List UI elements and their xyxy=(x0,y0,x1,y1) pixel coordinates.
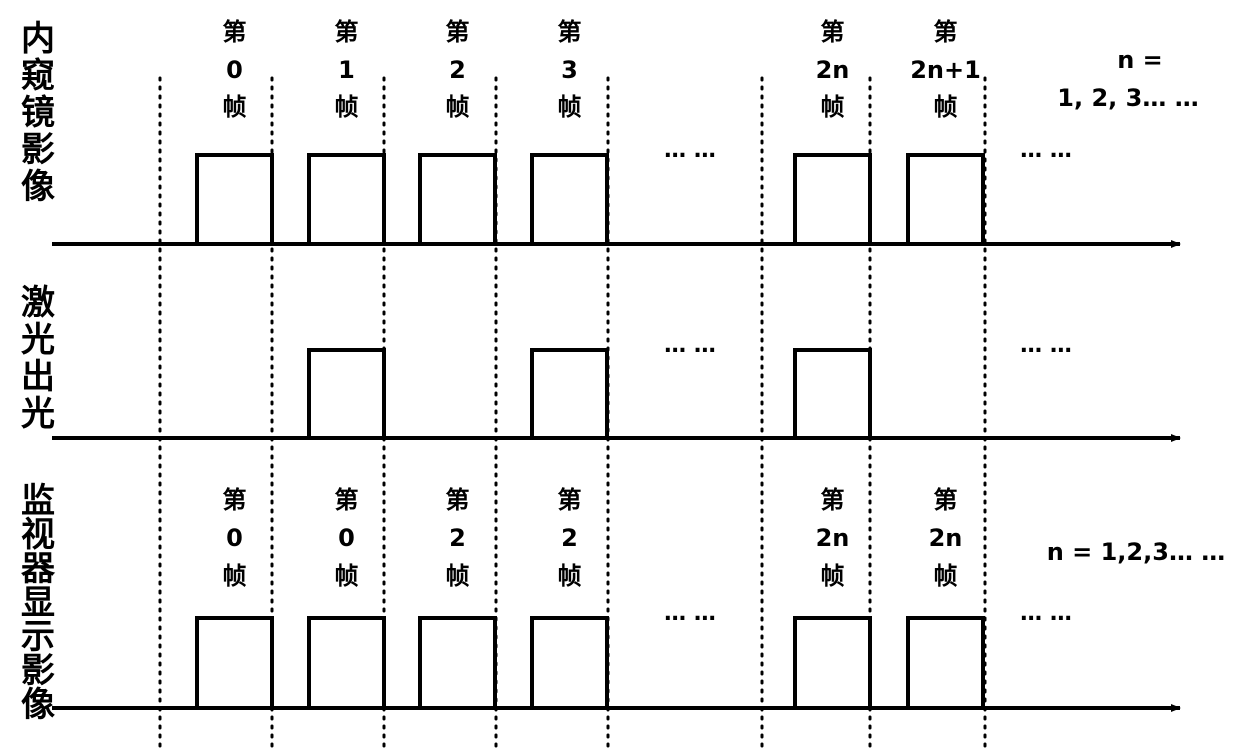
monitor-frame-label: 0 xyxy=(338,524,355,552)
monitor-frame-label: 2 xyxy=(449,524,466,552)
n-range-note: 1, 2, 3… … xyxy=(1057,84,1198,112)
laser-pulse xyxy=(795,350,870,438)
endoscope-pulse xyxy=(309,155,384,244)
endoscope-frame-label: 帧 xyxy=(223,93,247,121)
endoscope-frame-label: 2 xyxy=(449,56,466,84)
monitor-pulse xyxy=(532,618,607,708)
endoscope-label-char: 影 xyxy=(21,130,55,170)
endoscope-frame-label: 帧 xyxy=(934,93,958,121)
monitor-frame-label: 第 xyxy=(335,486,359,514)
monitor-frame-label: 第 xyxy=(558,486,582,514)
monitor-frame-label: 第 xyxy=(934,486,958,514)
monitor-pulse xyxy=(795,618,870,708)
endoscope-frame-label: 第 xyxy=(446,18,470,46)
endoscope-frame-label: 第 xyxy=(558,18,582,46)
laser-ellipsis-end: … … xyxy=(1020,333,1072,358)
monitor-frame-label: 帧 xyxy=(821,562,845,590)
endoscope-label-char: 窥 xyxy=(21,56,55,96)
monitor-frame-label: 2n xyxy=(929,524,963,552)
endoscope-frame-label: 第 xyxy=(934,18,958,46)
monitor-ellipsis-mid: … … xyxy=(664,601,716,626)
endoscope-frame-label: 1 xyxy=(338,56,355,84)
n-range-note: n = 1,2,3… … xyxy=(1047,538,1226,566)
endoscope-ellipsis-mid: … … xyxy=(664,138,716,163)
endoscope-frame-label: 第 xyxy=(821,18,845,46)
monitor-frame-label: 第 xyxy=(821,486,845,514)
laser-label-char: 出 xyxy=(21,357,55,397)
endoscope-pulse xyxy=(795,155,870,244)
endoscope-label-char: 内 xyxy=(21,19,55,59)
endoscope-pulse xyxy=(420,155,495,244)
endoscope-pulse xyxy=(532,155,607,244)
endoscope-frame-label: 3 xyxy=(561,56,578,84)
monitor-frame-label: 帧 xyxy=(223,562,247,590)
endoscope-frame-label: 帧 xyxy=(446,93,470,121)
monitor-pulse xyxy=(420,618,495,708)
endoscope-label-char: 镜 xyxy=(21,93,55,133)
endoscope-frame-label: 帧 xyxy=(558,93,582,121)
n-range-note: n = xyxy=(1117,46,1163,74)
monitor-frame-label: 2 xyxy=(561,524,578,552)
laser-label-char: 激 xyxy=(21,283,55,323)
monitor-frame-label: 第 xyxy=(223,486,247,514)
endoscope-pulse xyxy=(197,155,272,244)
monitor-frame-label: 帧 xyxy=(558,562,582,590)
endoscope-frame-label: 2n xyxy=(816,56,850,84)
monitor-pulse xyxy=(908,618,983,708)
endoscope-label-char: 像 xyxy=(21,167,55,207)
endoscope-ellipsis-end: … … xyxy=(1020,138,1072,163)
monitor-frame-label: 帧 xyxy=(934,562,958,590)
monitor-frame-label: 0 xyxy=(226,524,243,552)
monitor-frame-label: 2n xyxy=(816,524,850,552)
monitor-frame-label: 帧 xyxy=(335,562,359,590)
monitor-pulse xyxy=(309,618,384,708)
endoscope-frame-label: 0 xyxy=(226,56,243,84)
laser-label-char: 光 xyxy=(21,320,55,360)
laser-label-char: 光 xyxy=(21,394,55,434)
laser-pulse xyxy=(309,350,384,438)
monitor-frame-label: 帧 xyxy=(446,562,470,590)
monitor-frame-label: 第 xyxy=(446,486,470,514)
endoscope-frame-label: 帧 xyxy=(335,93,359,121)
endoscope-frame-label: 帧 xyxy=(821,93,845,121)
endoscope-pulse xyxy=(908,155,983,244)
endoscope-frame-label: 2n+1 xyxy=(910,56,981,84)
monitor-ellipsis-end: … … xyxy=(1020,601,1072,626)
endoscope-frame-label: 第 xyxy=(223,18,247,46)
laser-pulse xyxy=(532,350,607,438)
monitor-label-char: 像 xyxy=(21,685,55,725)
monitor-pulse xyxy=(197,618,272,708)
laser-ellipsis-mid: … … xyxy=(664,333,716,358)
endoscope-frame-label: 第 xyxy=(335,18,359,46)
